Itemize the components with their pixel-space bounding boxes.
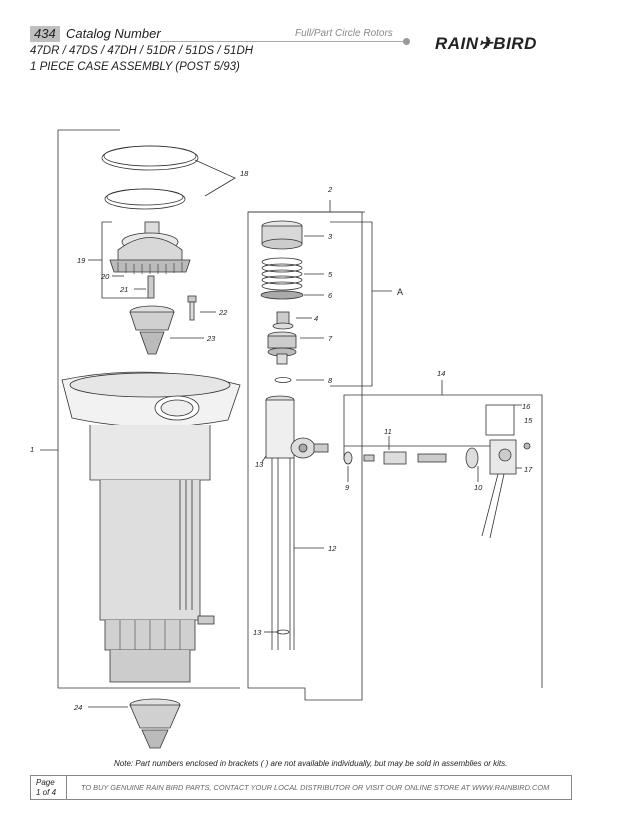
header-rule [160, 41, 405, 42]
callout-2: 2 [327, 185, 333, 194]
callout-14: 14 [437, 369, 445, 378]
left-assembly-frame [40, 129, 240, 689]
callout-8: 8 [328, 376, 333, 385]
callout-A: A [397, 287, 403, 297]
header-dot [403, 38, 410, 45]
callout-21: 21 [119, 285, 128, 294]
solenoid-assembly-14 [343, 380, 543, 688]
callout-20: 20 [100, 272, 110, 281]
callout-1: 1 [30, 445, 34, 454]
callout-9: 9 [345, 483, 350, 492]
snap-ring-18 [101, 145, 236, 210]
callout-15: 15 [524, 416, 533, 425]
callout-22: 22 [218, 308, 228, 317]
page-number: 434 [30, 26, 60, 42]
nozzle-part-22 [187, 295, 216, 321]
callout-6: 6 [328, 291, 333, 300]
seal-6 [260, 290, 324, 300]
footer-text: TO BUY GENUINE RAIN BIRD PARTS, CONTACT … [81, 783, 550, 792]
callout-13b: 13 [253, 628, 262, 637]
catalog-label: Catalog Number [66, 26, 161, 41]
page-label: Page [36, 778, 55, 787]
subassembly-bracket-A [330, 221, 392, 387]
callout-17: 17 [524, 465, 533, 474]
callout-23: 23 [206, 334, 216, 343]
page-indicator: Page 1 of 4 [31, 776, 67, 799]
callout-11: 11 [384, 427, 392, 436]
callout-13a: 13 [255, 460, 264, 469]
callout-3: 3 [328, 232, 333, 241]
model-list: 47DR / 47DS / 47DH / 51DR / 51DS / 51DH [30, 45, 254, 57]
callout-10: 10 [474, 483, 483, 492]
solenoid-15-16-17 [481, 404, 531, 539]
right-assembly-frame [247, 200, 365, 701]
stem-4 [272, 311, 312, 330]
part-9 [343, 451, 353, 482]
part-10 [465, 447, 479, 482]
brand-logo: RAIN✈BIRD [435, 34, 537, 53]
riser-assembly-12 [261, 395, 329, 650]
valve-7 [267, 331, 324, 365]
callout-24: 24 [73, 703, 82, 712]
gear-drive-19 [88, 221, 191, 299]
page-count: 1 of 4 [36, 788, 57, 797]
spring-5 [261, 257, 324, 291]
callout-16: 16 [522, 402, 531, 411]
clip-8 [274, 377, 324, 383]
assembly-title: 1 PIECE CASE ASSEMBLY (POST 5/93) [30, 61, 240, 73]
cap-3 [261, 220, 324, 250]
callout-5: 5 [328, 270, 333, 279]
callout-7: 7 [328, 334, 333, 343]
callout-19: 19 [77, 256, 86, 265]
part-11 [363, 436, 447, 465]
callout-4: 4 [314, 314, 318, 323]
footer: Page 1 of 4 TO BUY GENUINE RAIN BIRD PAR… [30, 775, 572, 800]
inlet-screen-23 [129, 305, 204, 355]
case-screen-24 [88, 698, 181, 749]
callout-12: 12 [328, 544, 337, 553]
category-label: Full/Part Circle Rotors [295, 28, 393, 39]
parts-note: Note: Part numbers enclosed in brackets … [114, 759, 508, 768]
rotor-case-1 [61, 371, 241, 683]
callout-18: 18 [240, 169, 249, 178]
